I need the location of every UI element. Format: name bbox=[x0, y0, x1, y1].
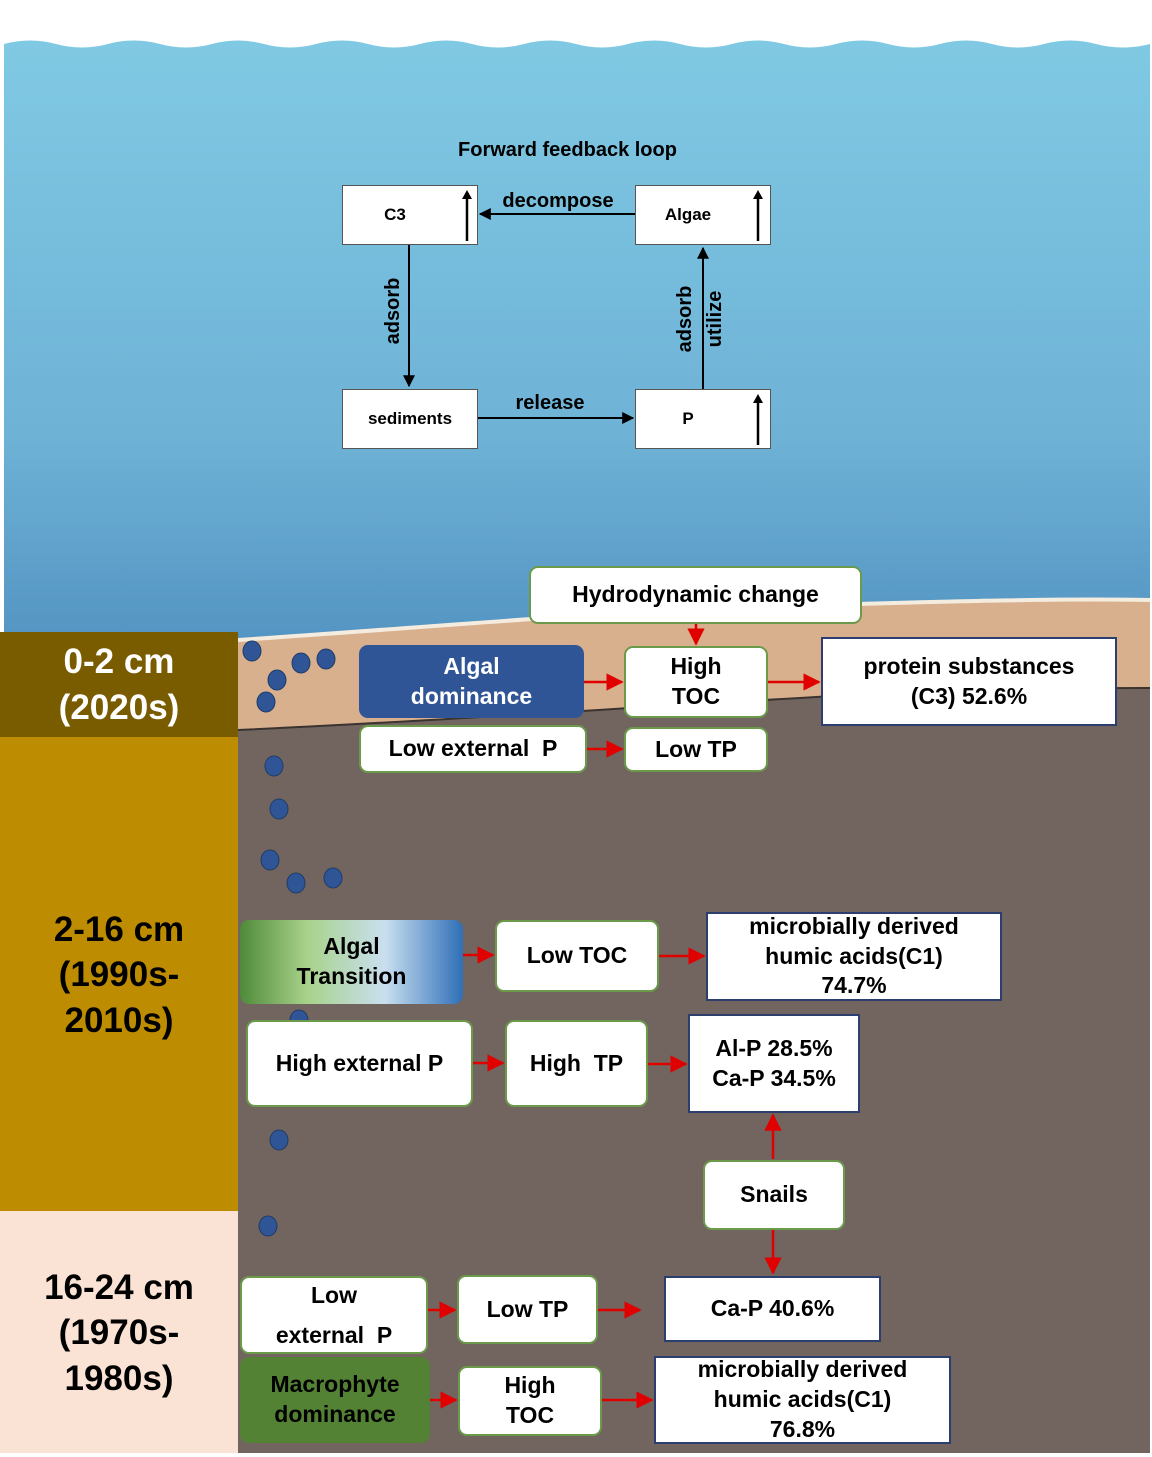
high-external-p-box: High external P bbox=[246, 1020, 473, 1107]
macrophyte-line2: dominance bbox=[274, 1401, 396, 1427]
low-toc-box: Low TOC bbox=[495, 920, 659, 992]
humic-middle-line2: humic acids(C1) bbox=[765, 942, 943, 969]
layer-top-bg bbox=[0, 632, 238, 737]
bubble bbox=[286, 872, 306, 894]
humic-bottom-line1: microbially derived bbox=[697, 1356, 908, 1383]
cap-bottom-box: Ca-P 40.6% bbox=[664, 1276, 881, 1342]
loop-title: Forward feedback loop bbox=[458, 138, 677, 161]
p-label: P bbox=[682, 409, 694, 428]
high-toc-bottom-line1: High bbox=[504, 1372, 556, 1399]
humic-c1-bottom-box: microbially derived humic acids(C1)76.8% bbox=[654, 1356, 951, 1444]
up-arrow-icon bbox=[753, 190, 763, 241]
loop-arrows bbox=[403, 208, 709, 424]
layer-bottom-era-end: 1980s) bbox=[64, 1358, 174, 1398]
high-toc-line2: TOC bbox=[671, 683, 721, 709]
utilize-label: utilize bbox=[703, 290, 726, 348]
layer-middle-era-end: 2010s) bbox=[64, 1000, 174, 1040]
layer-middle-label: 2-16 cm (1990s- 2010s) bbox=[0, 900, 238, 1050]
bubble bbox=[269, 798, 289, 820]
high-toc-bottom-line2: TOC bbox=[505, 1402, 555, 1428]
low-external-p-box: Low external P bbox=[359, 725, 587, 773]
protein-substances-box: protein substances (C3) 52.6% bbox=[821, 637, 1117, 726]
low-tp-bottom-box: Low TP bbox=[457, 1275, 598, 1344]
algae-box: Algae bbox=[635, 185, 771, 245]
protein-line2: (C3) 52.6% bbox=[910, 682, 1028, 709]
humic-middle-line3: 74.7% bbox=[821, 972, 887, 999]
flow-arrows bbox=[428, 624, 821, 1409]
layer-bottom-era-start: (1970s- bbox=[58, 1313, 180, 1353]
low-external-p-bottom-line1: Low bbox=[311, 1281, 357, 1308]
c3-box: C3 bbox=[342, 185, 478, 245]
up-arrow-icon bbox=[462, 190, 472, 241]
layer-bottom-label: 16-24 cm (1970s- 1980s) bbox=[0, 1258, 238, 1408]
bubble bbox=[267, 669, 287, 691]
low-tp-box: Low TP bbox=[624, 727, 768, 772]
alp-cap-box: Al-P 28.5% Ca-P 34.5% bbox=[688, 1014, 860, 1113]
low-external-p-bottom-line2: external P bbox=[275, 1322, 393, 1348]
bubble bbox=[256, 691, 276, 713]
algal-dominance-line1: Algal bbox=[443, 652, 500, 679]
water-body bbox=[4, 40, 1150, 700]
bubble bbox=[316, 648, 336, 670]
humic-c1-middle-box: microbially derived humic acids(C1) 74.7% bbox=[706, 912, 1002, 1001]
high-tp-box: High TP bbox=[505, 1020, 648, 1107]
algal-transition-bg bbox=[240, 920, 463, 1004]
sediments-box: sediments bbox=[342, 389, 478, 449]
bubble bbox=[264, 755, 284, 777]
algal-dominance-box: Algal dominance bbox=[359, 645, 584, 718]
low-external-p-bottom-box: Low external P bbox=[240, 1276, 428, 1354]
algal-transition-line1: Algal bbox=[323, 933, 380, 960]
layer-middle-depth: 2-16 cm bbox=[53, 909, 185, 949]
decompose-label: decompose bbox=[502, 189, 614, 212]
layer-middle-bg bbox=[0, 737, 238, 1211]
algal-dominance-line2: dominance bbox=[410, 682, 533, 709]
humic-bottom-line3: 76.8% bbox=[769, 1415, 836, 1442]
layer-top-label: 0-2 cm (2020s) bbox=[0, 632, 238, 737]
macrophyte-dominance-box: Macrophyte dominance bbox=[240, 1357, 430, 1443]
algae-label: Algae bbox=[664, 205, 712, 224]
up-arrow-icon bbox=[753, 394, 763, 445]
cap-label: Ca-P 34.5% bbox=[712, 1064, 836, 1091]
c3-label: C3 bbox=[384, 205, 406, 224]
bubble bbox=[269, 1129, 289, 1151]
macrophyte-line1: Macrophyte bbox=[270, 1371, 400, 1398]
sediments-label: sediments bbox=[367, 409, 453, 428]
layer-middle-era-start: (1990s- bbox=[58, 955, 180, 995]
high-toc-line1: High bbox=[670, 653, 722, 680]
layer-top-depth: 0-2 cm bbox=[63, 642, 175, 681]
bubble bbox=[291, 652, 311, 674]
humic-bottom-line2: humic acids(C1) bbox=[713, 1386, 892, 1413]
adsorb-right-label: adsorb bbox=[673, 285, 696, 353]
bubble bbox=[242, 640, 262, 662]
adsorb-left-label: adsorb bbox=[381, 277, 404, 345]
p-box: P bbox=[635, 389, 771, 449]
snails-box: Snails bbox=[703, 1160, 845, 1230]
layer-bottom-depth: 16-24 cm bbox=[44, 1267, 194, 1307]
bubble bbox=[260, 849, 280, 871]
layer-top-era: (2020s) bbox=[58, 687, 180, 727]
layer-bottom-bg bbox=[0, 1211, 238, 1453]
bubbles bbox=[242, 640, 343, 1237]
humic-middle-line1: microbially derived bbox=[749, 912, 959, 939]
protein-line1: protein substances bbox=[863, 652, 1075, 679]
algal-transition-line2: Transition bbox=[296, 963, 407, 989]
bubble bbox=[258, 1215, 278, 1237]
release-label: release bbox=[515, 391, 585, 414]
bubble bbox=[323, 867, 343, 889]
hydrodynamic-change-box: Hydrodynamic change bbox=[529, 566, 862, 624]
alp-label: Al-P 28.5% bbox=[715, 1034, 833, 1061]
